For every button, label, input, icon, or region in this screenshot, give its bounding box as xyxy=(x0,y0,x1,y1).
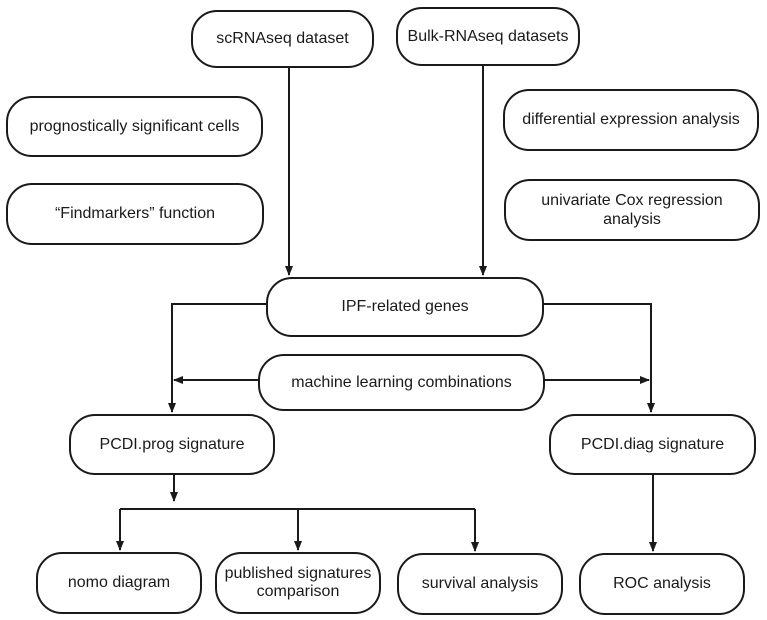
ipf-related-genes-label: IPF-related genes xyxy=(341,298,469,316)
findmarkers-label: “Findmarkers” function xyxy=(54,205,216,223)
pcdi-prog-signature-label: PCDI.prog signature xyxy=(99,435,245,453)
findmarkers-node: “Findmarkers” function xyxy=(6,183,264,245)
cox-regression-node: univariate Cox regression analysis xyxy=(504,179,760,241)
nomo-diagram-label: nomo diagram xyxy=(67,574,171,592)
ipf-related-genes-node: IPF-related genes xyxy=(266,277,544,337)
arrow-ipf-to-diag xyxy=(544,303,655,413)
scrnaseq-dataset-node: scRNAseq dataset xyxy=(191,10,374,68)
prognostic-cells-node: prognostically significant cells xyxy=(6,96,263,157)
machine-learning-node: machine learning combinations xyxy=(258,354,545,411)
arrow-ipf-to-prog xyxy=(168,303,266,413)
pcdi-prog-signature-node: PCDI.prog signature xyxy=(69,414,275,475)
published-signatures-label-line2: comparison xyxy=(256,583,340,600)
pcdi-diag-signature-node: PCDI.diag signature xyxy=(549,414,756,475)
differential-expression-node: differential expression analysis xyxy=(503,89,759,151)
prognostic-cells-label: prognostically significant cells xyxy=(29,117,240,135)
cox-regression-label: univariate Cox regression analysis xyxy=(541,191,723,228)
survival-analysis-node: survival analysis xyxy=(397,553,563,615)
differential-expression-label: differential expression analysis xyxy=(522,111,740,129)
scrnaseq-dataset-label: scRNAseq dataset xyxy=(216,30,349,48)
survival-analysis-label: survival analysis xyxy=(421,575,539,593)
bulk-rnaseq-datasets-label: Bulk-RNAseq datasets xyxy=(407,27,569,45)
nomo-diagram-node: nomo diagram xyxy=(36,552,202,614)
roc-analysis-label: ROC analysis xyxy=(613,575,711,593)
bulk-rnaseq-datasets-node: Bulk-RNAseq datasets xyxy=(396,7,580,66)
roc-analysis-node: ROC analysis xyxy=(579,553,745,615)
pcdi-diag-signature-label: PCDI.diag signature xyxy=(580,435,725,453)
published-signatures-node: published signatures comparison xyxy=(215,552,381,614)
machine-learning-label: machine learning combinations xyxy=(291,373,512,391)
published-signatures-label-line1: published signatures xyxy=(224,564,372,582)
